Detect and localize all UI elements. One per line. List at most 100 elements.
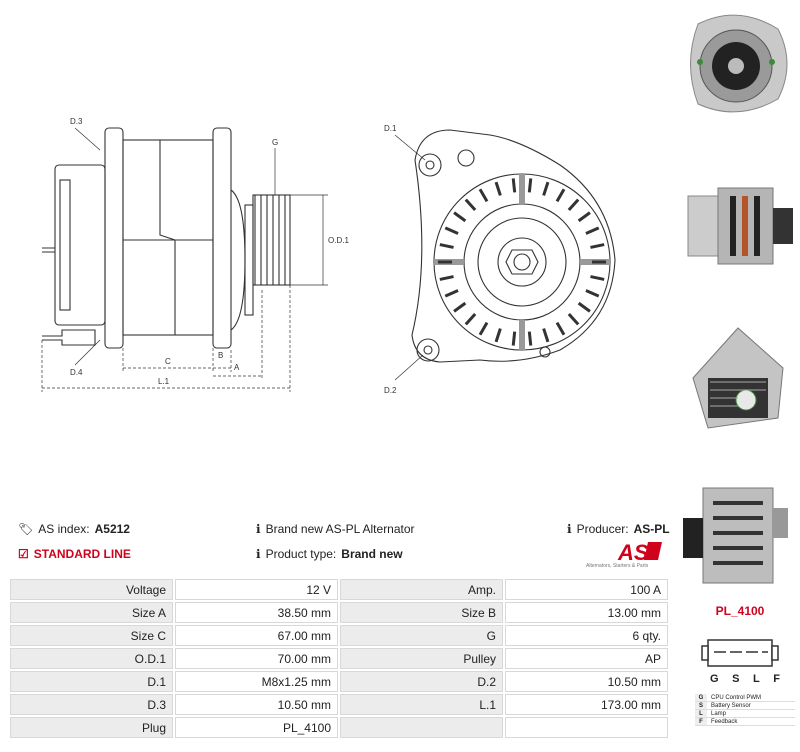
spec-key: Size B [340,602,503,623]
spec-value: 12 V [175,579,338,600]
spec-key: Plug [10,717,173,738]
rear-housing [54,164,106,326]
product-photo-front[interactable] [678,4,798,122]
producer-value: AS-PL [633,522,670,536]
alternator-rear-image [692,327,784,429]
as-index-row: 🏷 AS index: A5212 [18,522,130,536]
product-type-label: Product type: [265,547,337,561]
spec-key: D.3 [10,694,173,715]
legend-key: S [695,702,707,709]
product-photo-top[interactable] [678,478,798,596]
product-type-value: Brand new [341,547,403,561]
fan-slot [439,243,454,249]
alternator-drawing-svg [41,127,616,392]
legend-key: F [695,718,707,725]
fan-slot [585,226,600,235]
rear-flange [104,127,124,349]
as-logo-text: AS [617,540,649,564]
technical-drawing: D.3 G O.D.1 D.4 C B A L.1 D.1 D.2 [41,117,616,395]
plug-diagram [701,639,779,667]
product-photo-rear[interactable] [678,318,798,436]
spec-key: L.1 [340,694,503,715]
spec-value: 13.00 mm [505,602,668,623]
plug-pin-label: S [732,673,740,685]
plug-pin-label: L [752,673,760,685]
spec-key: Voltage [10,579,173,600]
spec-key: D.1 [10,671,173,692]
spec-key: O.D.1 [10,648,173,669]
spec-value: 67.00 mm [175,625,338,646]
fan-slot [478,321,489,336]
fan-slot [555,188,566,203]
front-flange [212,127,232,349]
pulley [252,194,291,286]
legend-value: CPU Control PWM [711,694,762,701]
dim-a: A [234,363,240,372]
dim-c: C [165,357,171,366]
as-index-value: A5212 [94,522,130,536]
standard-line-text: STANDARD LINE [33,547,131,561]
legend-value: Battery Sensor [711,702,751,709]
dim-d3: D.3 [70,117,83,126]
fan-slot [494,328,502,343]
spec-key: Pulley [340,648,503,669]
dim-d2: D.2 [384,386,397,395]
fan-slot [590,275,605,281]
alternator-top-image [683,487,788,584]
dim-l1: L.1 [158,377,170,386]
dim-od1: O.D.1 [328,236,349,245]
fan-slot [577,211,591,223]
spec-value: 10.50 mm [175,694,338,715]
fan-slot [444,289,459,298]
dim-g: G [272,138,279,147]
spec-key: Amp. [340,579,503,600]
product-photo-side[interactable] [678,166,798,284]
mount-hole-d1 [418,153,442,177]
spec-value: PL_4100 [175,717,338,738]
fan-slot [464,198,477,211]
fan-slot [453,211,467,223]
spec-value: 38.50 mm [175,602,338,623]
as-logo: AS [590,538,670,572]
description-row: ℹ Brand new AS-PL Alternator [256,522,415,536]
spec-value: 10.50 mm [505,671,668,692]
fan-slot [444,226,459,235]
dim-d4: D.4 [70,368,83,377]
pulley-hub [463,203,581,321]
mount-hole-d2 [416,338,440,362]
spec-key: Size C [10,625,173,646]
checkbox-icon: ☑ [18,547,29,561]
fan-slot [555,321,566,336]
spec-key: D.2 [340,671,503,692]
info-icon: ℹ [256,547,261,561]
fan-slot [585,289,600,298]
spec-key [340,717,503,738]
alternator-front-image [690,14,788,113]
spec-value: 173.00 mm [505,694,668,715]
plug-legend-row: F Feedback [695,718,795,726]
fan-slot [542,181,550,196]
description-text: Brand new AS-PL Alternator [265,522,415,536]
plug-legend-row: S Battery Sensor [695,702,795,710]
front-housing-outline [411,129,616,363]
tag-icon: 🏷 [18,522,34,536]
legend-value: Feedback [711,718,738,725]
fan-slot [453,301,467,313]
spec-value: 6 qty. [505,625,668,646]
nut [505,249,539,275]
spec-value: 100 A [505,579,668,600]
fan-slot [478,188,489,203]
spec-value: M8x1.25 mm [175,671,338,692]
plug-title: PL_4100 [715,604,765,618]
legend-key: L [695,710,707,717]
fan-slot [542,328,550,343]
fan-slot [590,243,605,249]
fan-slot [511,331,517,346]
fan-slot [527,331,533,346]
